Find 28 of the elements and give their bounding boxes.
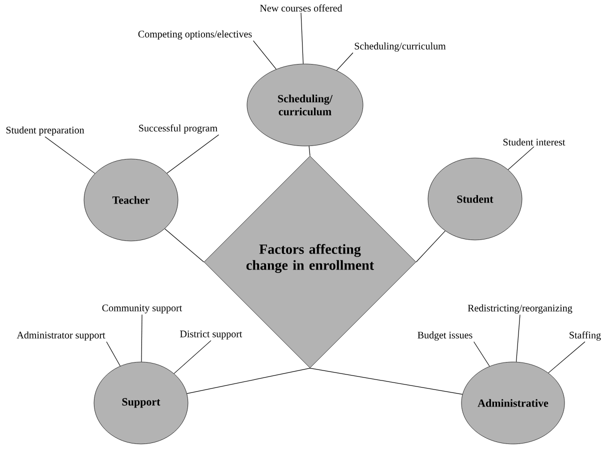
factor-label: Staffing xyxy=(570,331,601,341)
leader-line xyxy=(252,40,276,70)
connector-line xyxy=(416,230,446,262)
leader-line xyxy=(141,314,142,362)
factor-label: Competing options/electives xyxy=(138,30,252,40)
leader-line xyxy=(174,340,212,374)
factor-label: Scheduling/curriculum xyxy=(354,42,446,52)
leader-line xyxy=(300,12,304,64)
connector-line xyxy=(164,228,204,262)
leader-line xyxy=(508,146,534,170)
factor-label: New courses offered xyxy=(260,4,342,12)
leader-line xyxy=(44,136,96,174)
leader-line xyxy=(106,341,120,366)
leader-line xyxy=(336,52,354,71)
factor-label: Redistricting/reorganizing xyxy=(468,304,572,314)
leader-line xyxy=(548,341,586,374)
leader-line xyxy=(474,341,490,367)
leader-line xyxy=(166,134,220,174)
connector-line xyxy=(310,368,463,395)
connector-line xyxy=(186,368,310,394)
factor-label: Administrator support xyxy=(16,331,106,341)
leader-line xyxy=(516,314,520,362)
factor-label: Community support xyxy=(102,304,182,314)
factor-label: Student interest xyxy=(503,138,566,146)
factor-label: Successful program xyxy=(139,124,218,134)
factor-label: Student preparation xyxy=(6,126,84,136)
connector-line xyxy=(308,146,310,156)
factor-label: Budget issues xyxy=(418,331,472,341)
